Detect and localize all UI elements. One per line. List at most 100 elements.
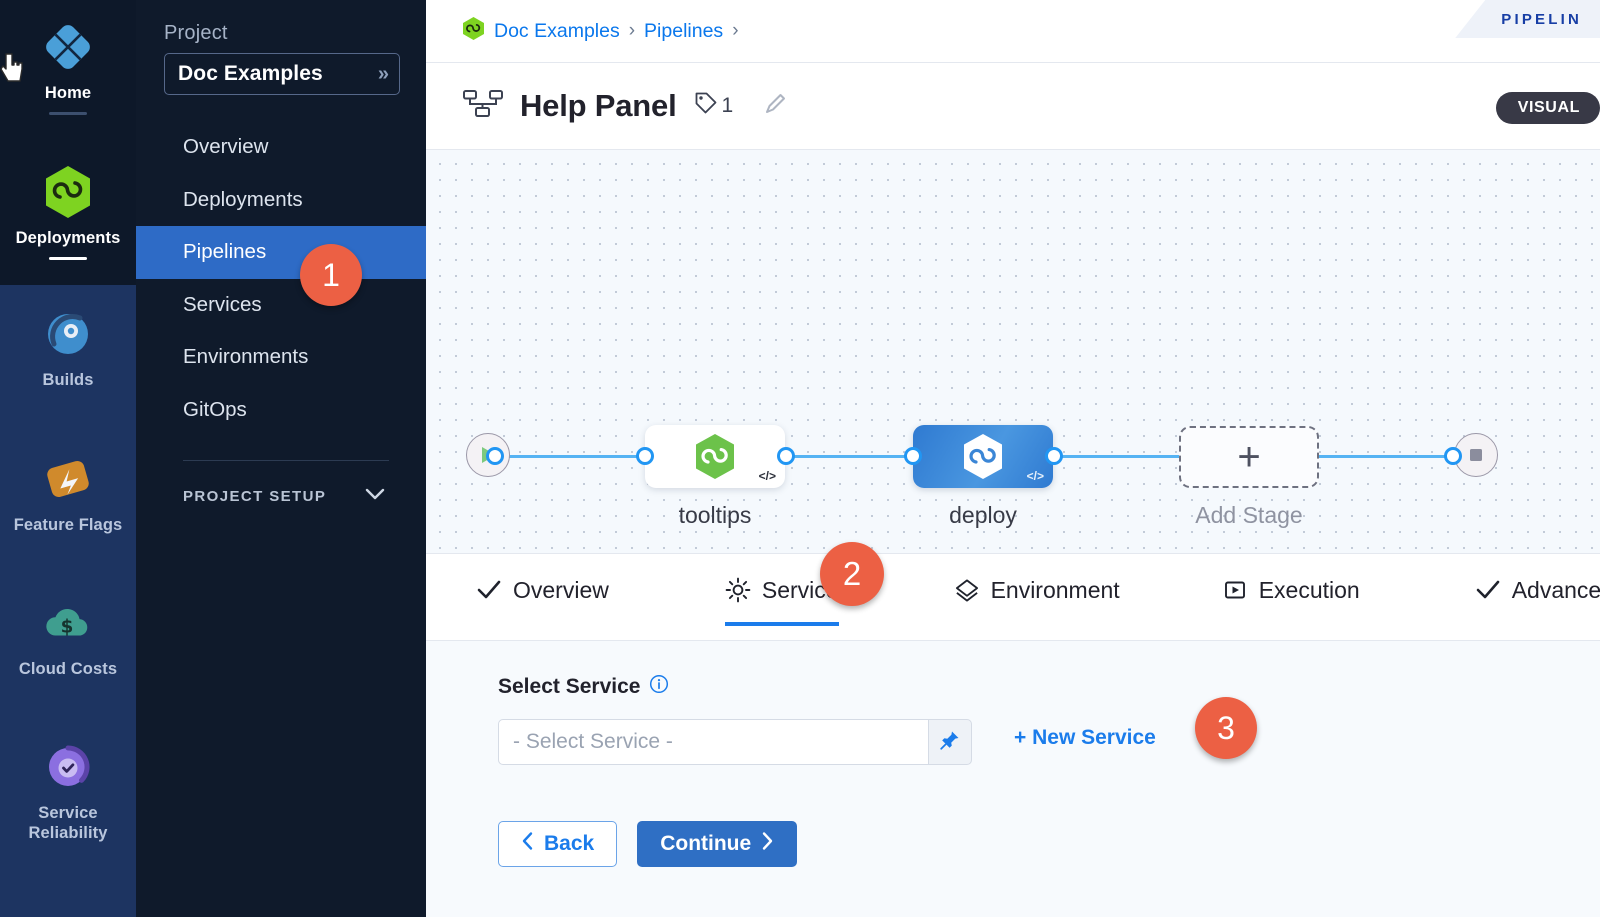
chevron-double-right-icon: » [377, 62, 389, 85]
deployments-hexagon-icon [42, 163, 94, 221]
sidebar-divider [183, 460, 389, 461]
breadcrumb-project-icon [462, 16, 485, 46]
rail-item-service-reliability[interactable]: Service Reliability [0, 738, 136, 843]
continue-button[interactable]: Continue [637, 821, 798, 867]
tag-count[interactable]: 1 [693, 91, 734, 122]
gear-icon [725, 577, 751, 603]
step-marker-3: 3 [1195, 697, 1257, 759]
back-button[interactable]: Back [498, 821, 618, 867]
rail-underline [49, 112, 87, 115]
svg-text:$: $ [61, 617, 74, 638]
project-label: Project [164, 22, 228, 44]
pipeline-port[interactable] [777, 447, 795, 465]
stage-tab-bar: Overview Service [426, 554, 1600, 626]
pipeline-port[interactable] [486, 447, 504, 465]
rail-item-feature-flags[interactable]: Feature Flags [0, 450, 136, 535]
pipeline-port[interactable] [636, 447, 654, 465]
pipeline-stage-deploy[interactable]: </> [913, 425, 1053, 488]
sidebar-item-overview[interactable]: Overview [183, 135, 269, 158]
select-service-dropdown[interactable]: - Select Service - [498, 719, 970, 765]
pipeline-port[interactable] [1444, 447, 1462, 465]
sidebar-item-pipelines[interactable]: Pipelines [136, 226, 426, 279]
breadcrumb-item-doc-examples[interactable]: Doc Examples [494, 19, 620, 42]
visual-mode-badge[interactable]: VISUAL [1495, 92, 1600, 124]
pipeline-diagram-icon [462, 87, 504, 126]
sidebar-item-environments[interactable]: Environments [183, 345, 309, 368]
chevron-left-icon [521, 831, 534, 857]
tab-label: Environment [990, 576, 1120, 603]
service-reliability-icon [42, 738, 94, 796]
select-service-value: - Select Service - [513, 730, 673, 753]
pin-button[interactable] [928, 719, 972, 765]
tab-overview[interactable]: Overview [476, 554, 609, 626]
tag-icon [693, 91, 718, 122]
tab-execution[interactable]: Execution [1222, 554, 1360, 626]
check-icon [1475, 577, 1501, 603]
field-label-text: Select Service [498, 675, 641, 698]
tab-environment[interactable]: Environment [954, 554, 1120, 626]
tag-count-value: 1 [721, 94, 734, 117]
pipeline-stage-label: deploy [949, 502, 1017, 528]
add-stage-label: Add Stage [1195, 502, 1303, 528]
rail-item-builds[interactable]: Builds [0, 305, 136, 390]
sidebar-item-deployments[interactable]: Deployments [183, 187, 303, 211]
rail-item-home[interactable]: Home [0, 18, 136, 115]
pipeline-stage-tooltips[interactable]: </> [645, 425, 785, 488]
add-stage-button[interactable]: + [1179, 426, 1319, 488]
new-service-link[interactable]: + New Service [1014, 726, 1156, 749]
tab-label: Overview [513, 576, 609, 603]
breadcrumb-separator: › [628, 20, 636, 41]
chevron-right-icon [761, 831, 774, 857]
rail-item-label: Feature Flags [13, 516, 123, 534]
pipeline-stage-label: tooltips [678, 502, 752, 528]
layers-diamond-icon [954, 577, 980, 603]
mouse-cursor-pointer-icon [0, 52, 26, 84]
sidebar-item-gitops[interactable]: GitOps [183, 397, 247, 421]
project-selector-value: Doc Examples [178, 62, 323, 85]
select-service-label: Select Service [498, 674, 669, 700]
tab-label: Advanced [1511, 576, 1600, 603]
chevron-down-icon [364, 487, 386, 505]
builds-icon [42, 305, 94, 363]
project-setup-label: PROJECT SETUP [183, 487, 327, 505]
pipeline-port[interactable] [1045, 447, 1063, 465]
rail-underline [49, 257, 87, 260]
rail-item-cloud-costs[interactable]: $ Cloud Costs [0, 594, 136, 679]
pipeline-canvas[interactable]: </> tooltips </> deploy + Add Stage [426, 150, 1600, 554]
pipeline-edge [778, 455, 953, 458]
service-step-panel: Select Service - Select Service - [426, 640, 1600, 917]
breadcrumb-separator: › [732, 20, 739, 41]
tab-label: Execution [1258, 576, 1360, 603]
tab-advanced[interactable]: Advanced [1475, 554, 1600, 626]
breadcrumb-item-pipelines[interactable]: Pipelines [644, 19, 724, 42]
check-icon [476, 577, 502, 603]
info-icon[interactable] [649, 674, 669, 700]
play-square-icon [1222, 577, 1248, 603]
step-marker-2: 2 [820, 542, 884, 606]
rail-item-label: Deployments [15, 229, 121, 247]
pipeline-title-bar: Help Panel 1 [426, 62, 1600, 150]
project-selector[interactable]: Doc Examples » [164, 53, 400, 95]
pipeline-port[interactable] [904, 447, 922, 465]
step-marker-1: 1 [300, 244, 362, 306]
project-sidebar: Project Doc Examples » Overview Deployme… [136, 0, 426, 917]
main-content: Doc Examples › Pipelines › PIPELIN Help … [426, 0, 1600, 917]
breadcrumb: Doc Examples › Pipelines › [426, 0, 1600, 62]
rail-item-label: Cloud Costs [18, 660, 118, 678]
stage-code-icon: </> [1026, 469, 1044, 483]
sidebar-item-services[interactable]: Services [183, 292, 262, 316]
rail-item-label: Service Reliability [28, 804, 108, 842]
rail-item-label: Home [44, 84, 92, 102]
module-rail: Home Deployments [0, 0, 136, 917]
sidebar-item-project-setup[interactable]: PROJECT SETUP [136, 461, 426, 505]
back-button-label: Back [544, 832, 595, 855]
continue-button-label: Continue [660, 832, 752, 855]
edit-pencil-icon[interactable] [761, 90, 789, 123]
rail-item-deployments[interactable]: Deployments [0, 163, 136, 260]
pin-icon [939, 729, 961, 756]
pipeline-edge [488, 455, 658, 458]
wizard-button-row: Back Continue [498, 821, 798, 867]
pipeline-banner-tab: PIPELIN [1455, 0, 1600, 38]
stage-code-icon: </> [758, 469, 776, 483]
